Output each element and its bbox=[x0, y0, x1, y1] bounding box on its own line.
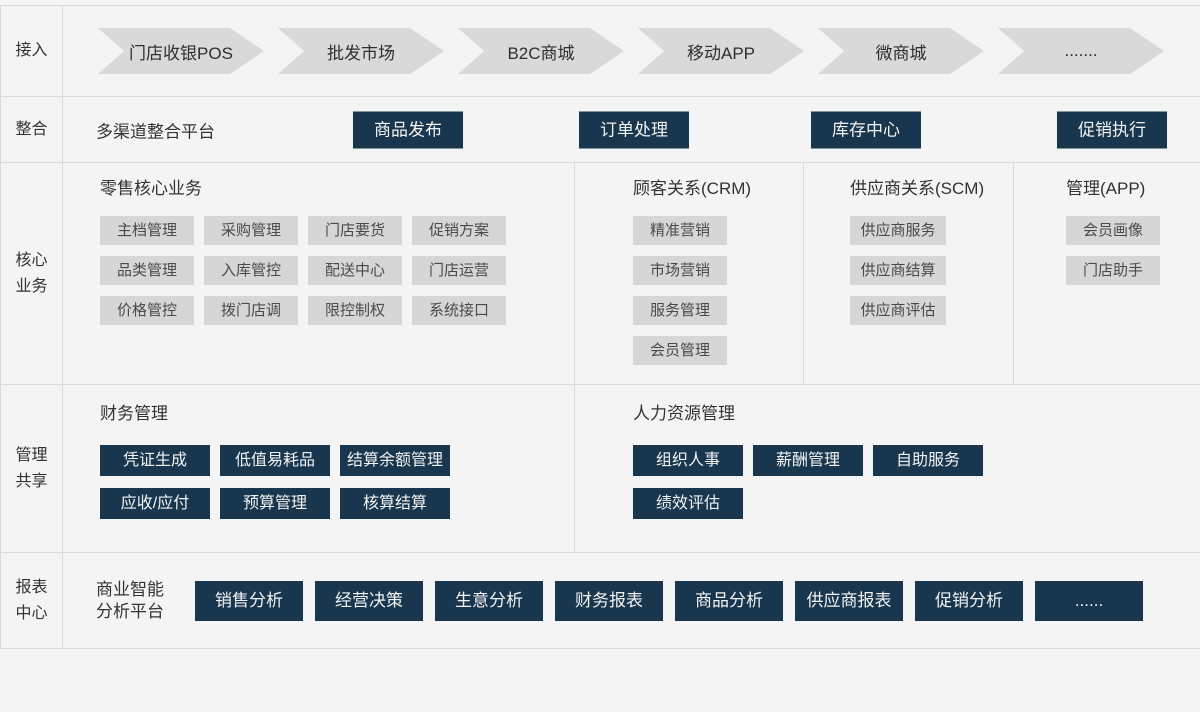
app-button-list: 会员画像门店助手 bbox=[1066, 216, 1160, 285]
app-button[interactable]: 会员画像 bbox=[1066, 216, 1160, 245]
report-center-content: 商业智能 分析平台 销售分析经营决策生意分析财务报表商品分析供应商报表促销分析.… bbox=[63, 553, 1200, 648]
row-label-text: 共享 bbox=[15, 472, 48, 490]
row-label-text: 报表 bbox=[15, 578, 48, 596]
architecture-diagram: 接入 门店收银POS 批发市场 B2C商城移动APP 微商城....... 整合 多渠… bbox=[0, 5, 1200, 649]
finance-button[interactable]: 预算管理 bbox=[220, 488, 330, 519]
retail-core-button[interactable]: 主档管理 bbox=[100, 216, 194, 245]
retail-core-button[interactable]: 限控制权 bbox=[308, 296, 402, 325]
integration-content: 多渠道整合平台 商品发布 订单处理 库存中心 促销执行 bbox=[63, 97, 1200, 162]
integration-platform-title: 多渠道整合平台 bbox=[96, 122, 215, 141]
bi-platform-title: 商业智能 分析平台 bbox=[96, 579, 174, 623]
scm-button[interactable]: 供应商服务 bbox=[850, 216, 946, 245]
access-channel-arrow: 门店收银POS bbox=[98, 28, 264, 74]
report-button[interactable]: 促销分析 bbox=[915, 580, 1023, 621]
hr-button[interactable]: 绩效评估 bbox=[633, 488, 743, 519]
finance-title: 财务管理 bbox=[100, 404, 168, 423]
integration-button[interactable]: 促销执行 bbox=[1057, 111, 1167, 148]
access-channel-arrow: 批发市场 bbox=[278, 28, 444, 74]
hr-button-grid: 组织人事薪酬管理自助服务绩效评估 bbox=[633, 445, 1033, 519]
row-core-business: 核心 业务 零售核心业务 主档管理采购管理门店要货促销方案品类管理入库管控配送中… bbox=[1, 163, 1200, 385]
hr-button[interactable]: 自助服务 bbox=[873, 445, 983, 476]
row-label-text: 中心 bbox=[15, 604, 48, 622]
finance-column: 财务管理 凭证生成低值易耗品结算余额管理应收/应付预算管理核算结算 bbox=[63, 385, 575, 552]
retail-core-button[interactable]: 品类管理 bbox=[100, 256, 194, 285]
row-report-center: 报表 中心 商业智能 分析平台 销售分析经营决策生意分析财务报表商品分析供应商报… bbox=[1, 553, 1200, 649]
bi-platform-title-line2: 分析平台 bbox=[96, 601, 164, 621]
row-integration: 整合 多渠道整合平台 商品发布 订单处理 库存中心 促销执行 bbox=[1, 97, 1200, 163]
row-shared-management: 管理 共享 财务管理 凭证生成低值易耗品结算余额管理应收/应付预算管理核算结算 … bbox=[1, 385, 1200, 553]
report-button[interactable]: ...... bbox=[1035, 580, 1143, 621]
crm-title: 顾客关系(CRM) bbox=[633, 179, 752, 198]
report-button-list: 销售分析经营决策生意分析财务报表商品分析供应商报表促销分析...... bbox=[195, 580, 1143, 621]
row-label-core-business: 核心 业务 bbox=[1, 163, 63, 384]
row-label-text: 业务 bbox=[15, 277, 48, 295]
hr-title: 人力资源管理 bbox=[633, 404, 735, 423]
app-management-column: 管理(APP) 会员画像门店助手 bbox=[1014, 163, 1200, 384]
retail-core-button[interactable]: 拨门店调 bbox=[204, 296, 298, 325]
row-label-text: 接入 bbox=[15, 42, 48, 59]
retail-core-button[interactable]: 促销方案 bbox=[412, 216, 506, 245]
crm-button[interactable]: 市场营销 bbox=[633, 256, 727, 285]
core-business-content: 零售核心业务 主档管理采购管理门店要货促销方案品类管理入库管控配送中心门店运营价… bbox=[63, 163, 1200, 384]
row-label-access: 接入 bbox=[1, 6, 63, 96]
integration-button[interactable]: 库存中心 bbox=[811, 111, 921, 148]
crm-button[interactable]: 精准营销 bbox=[633, 216, 727, 245]
integration-button[interactable]: 商品发布 bbox=[353, 111, 463, 148]
report-button[interactable]: 生意分析 bbox=[435, 580, 543, 621]
row-label-text: 整合 bbox=[15, 120, 48, 138]
row-access: 接入 门店收银POS 批发市场 B2C商城移动APP 微商城....... bbox=[1, 6, 1200, 97]
crm-button[interactable]: 服务管理 bbox=[633, 296, 727, 325]
shared-management-content: 财务管理 凭证生成低值易耗品结算余额管理应收/应付预算管理核算结算 人力资源管理… bbox=[63, 385, 1200, 552]
hr-column: 人力资源管理 组织人事薪酬管理自助服务绩效评估 bbox=[575, 385, 1200, 552]
access-channel-arrow: B2C商城 bbox=[458, 28, 624, 74]
retail-core-button[interactable]: 入库管控 bbox=[204, 256, 298, 285]
retail-core-button[interactable]: 采购管理 bbox=[204, 216, 298, 245]
report-button[interactable]: 供应商报表 bbox=[795, 580, 903, 621]
report-button[interactable]: 财务报表 bbox=[555, 580, 663, 621]
retail-core-button[interactable]: 系统接口 bbox=[412, 296, 506, 325]
finance-button[interactable]: 结算余额管理 bbox=[340, 445, 450, 476]
hr-button[interactable]: 组织人事 bbox=[633, 445, 743, 476]
crm-button[interactable]: 会员管理 bbox=[633, 336, 727, 365]
app-management-title: 管理(APP) bbox=[1066, 179, 1146, 198]
access-channel-arrow: 移动APP bbox=[638, 28, 804, 74]
row-label-text: 管理 bbox=[15, 446, 48, 464]
access-channel-arrow: 微商城 bbox=[818, 28, 984, 74]
scm-button-list: 供应商服务供应商结算供应商评估 bbox=[850, 216, 946, 325]
finance-button[interactable]: 低值易耗品 bbox=[220, 445, 330, 476]
retail-core-button[interactable]: 门店运营 bbox=[412, 256, 506, 285]
access-channel-arrow: ....... bbox=[998, 28, 1164, 74]
access-channel-list: 门店收银POS 批发市场 B2C商城移动APP 微商城....... bbox=[63, 6, 1200, 96]
finance-button[interactable]: 凭证生成 bbox=[100, 445, 210, 476]
report-button[interactable]: 销售分析 bbox=[195, 580, 303, 621]
crm-column: 顾客关系(CRM) 精准营销市场营销服务管理会员管理 bbox=[575, 163, 804, 384]
crm-button-list: 精准营销市场营销服务管理会员管理 bbox=[633, 216, 727, 365]
bi-platform-title-line1: 商业智能 bbox=[96, 579, 164, 599]
retail-core-button[interactable]: 门店要货 bbox=[308, 216, 402, 245]
report-button[interactable]: 经营决策 bbox=[315, 580, 423, 621]
scm-title: 供应商关系(SCM) bbox=[850, 179, 985, 198]
scm-button[interactable]: 供应商结算 bbox=[850, 256, 946, 285]
row-label-integration: 整合 bbox=[1, 97, 63, 162]
finance-button[interactable]: 应收/应付 bbox=[100, 488, 210, 519]
scm-button[interactable]: 供应商评估 bbox=[850, 296, 946, 325]
retail-core-title: 零售核心业务 bbox=[100, 179, 202, 198]
finance-button-grid: 凭证生成低值易耗品结算余额管理应收/应付预算管理核算结算 bbox=[100, 445, 520, 519]
row-label-text: 核心 bbox=[15, 251, 48, 269]
retail-core-column: 零售核心业务 主档管理采购管理门店要货促销方案品类管理入库管控配送中心门店运营价… bbox=[63, 163, 575, 384]
hr-button[interactable]: 薪酬管理 bbox=[753, 445, 863, 476]
scm-column: 供应商关系(SCM) 供应商服务供应商结算供应商评估 bbox=[804, 163, 1014, 384]
retail-core-button[interactable]: 配送中心 bbox=[308, 256, 402, 285]
retail-core-button-grid: 主档管理采购管理门店要货促销方案品类管理入库管控配送中心门店运营价格管控拨门店调… bbox=[100, 216, 512, 325]
app-button[interactable]: 门店助手 bbox=[1066, 256, 1160, 285]
row-label-shared-management: 管理 共享 bbox=[1, 385, 63, 552]
retail-core-button[interactable]: 价格管控 bbox=[100, 296, 194, 325]
report-button[interactable]: 商品分析 bbox=[675, 580, 783, 621]
row-label-report-center: 报表 中心 bbox=[1, 553, 63, 648]
finance-button[interactable]: 核算结算 bbox=[340, 488, 450, 519]
integration-button[interactable]: 订单处理 bbox=[579, 111, 689, 148]
